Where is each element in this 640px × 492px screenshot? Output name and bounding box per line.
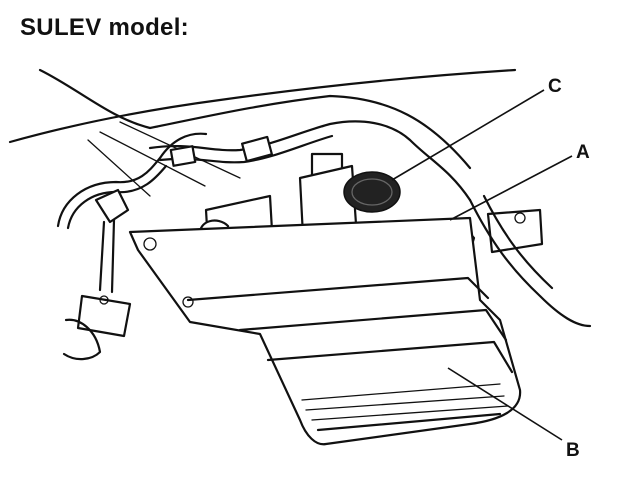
left-clamp bbox=[62, 318, 102, 361]
housing-step-1 bbox=[186, 276, 490, 302]
top-harness bbox=[148, 120, 472, 202]
upper-cowl bbox=[38, 68, 472, 170]
left-connector bbox=[94, 188, 130, 224]
top-connector-left bbox=[169, 145, 197, 167]
right-bracket-bolt bbox=[514, 212, 526, 224]
housing-step-2 bbox=[238, 308, 508, 342]
main-housing bbox=[128, 216, 522, 446]
housing-base bbox=[316, 412, 502, 432]
top-connector-mid bbox=[241, 135, 273, 163]
left-bracket bbox=[76, 294, 132, 338]
housing-step-3 bbox=[266, 340, 514, 374]
left-hose bbox=[56, 132, 208, 228]
leader-line-b bbox=[447, 367, 563, 441]
diagram-title: SULEV model: bbox=[20, 14, 189, 41]
housing-bolt-mid bbox=[182, 296, 194, 308]
right-hose-inner bbox=[482, 194, 554, 290]
leader-line-c bbox=[391, 89, 545, 181]
leader-line-a bbox=[449, 155, 573, 221]
callout-label-c: C bbox=[548, 76, 562, 97]
housing-bolt-left bbox=[143, 237, 157, 251]
callout-label-a: A bbox=[576, 142, 590, 163]
right-bracket bbox=[486, 208, 544, 254]
left-wire-down bbox=[98, 218, 116, 294]
left-bracket-bolt bbox=[99, 295, 109, 305]
housing-ribs bbox=[301, 383, 509, 421]
part-c-cap-rim bbox=[351, 178, 393, 206]
callout-label-b: B bbox=[566, 440, 580, 461]
right-hose bbox=[468, 198, 592, 328]
hood-outline bbox=[8, 68, 517, 144]
